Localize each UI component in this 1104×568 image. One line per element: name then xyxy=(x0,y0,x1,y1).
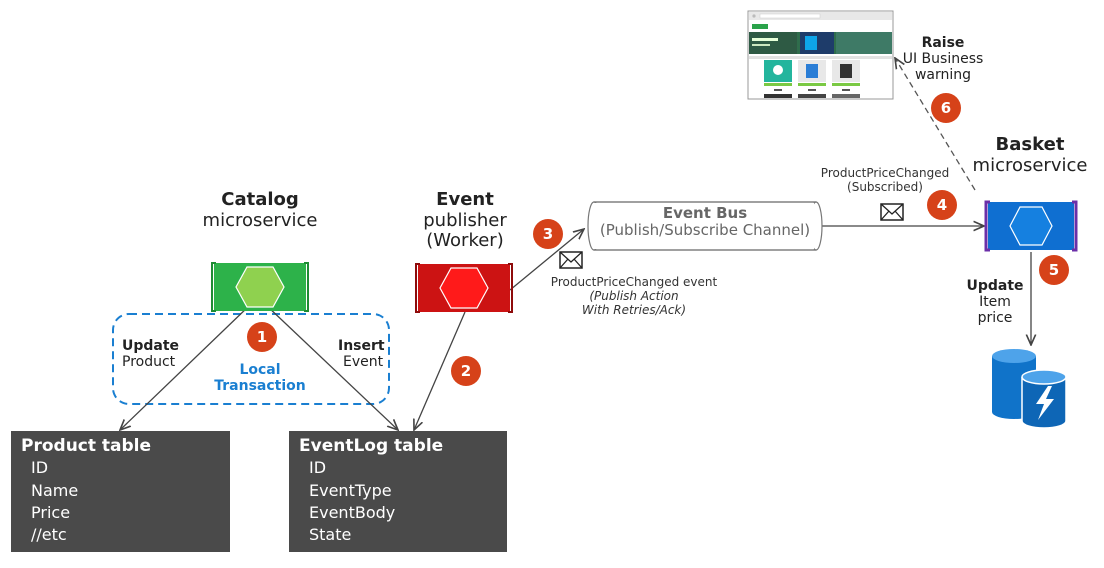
eventlog-table-field: EventType xyxy=(309,480,392,500)
eventlog-table-field: EventBody xyxy=(309,502,396,522)
arrow-basket-to-ui xyxy=(895,58,976,191)
publisher-line2: publisher xyxy=(423,209,507,231)
step-badge-1: 1 xyxy=(247,322,277,352)
publisher-label: Event publisher (Worker) xyxy=(400,189,530,252)
publish-note-line3: With Retries/Ack) xyxy=(581,302,687,317)
product-table-field: Price xyxy=(31,502,71,522)
envelope-icon xyxy=(559,251,583,269)
step-badge-6: 6 xyxy=(931,93,961,123)
catalog-subtitle: microservice xyxy=(202,209,318,231)
publish-note: ProductPriceChanged event (Publish Actio… xyxy=(534,275,734,317)
publisher-title: Event xyxy=(436,189,494,210)
publisher-line3: (Worker) xyxy=(426,230,504,252)
product-table-field: Name xyxy=(31,480,79,500)
step-badge-2: 2 xyxy=(451,356,481,386)
event-bus-title: Event Bus xyxy=(662,204,748,222)
local-transaction-box xyxy=(112,313,390,405)
raise-warning-label: Raise UI Business warning xyxy=(893,35,993,83)
arrow-catalog-to-product xyxy=(120,304,251,430)
event-bus-cylinder xyxy=(587,201,823,251)
local-transaction-line2: Transaction xyxy=(214,378,306,395)
product-table-title: Product table xyxy=(21,436,152,456)
step-badge-3: 3 xyxy=(533,219,563,249)
arrow-catalog-to-eventlog xyxy=(265,304,398,430)
local-transaction-label: Local Transaction xyxy=(200,362,320,394)
update-product-rest: Product xyxy=(122,354,176,371)
event-bus-subtitle: (Publish/Subscribe Channel) xyxy=(599,221,811,240)
eventlog-table-title: EventLog table xyxy=(299,436,444,456)
basket-hexagon-icon xyxy=(984,200,1078,252)
insert-event-label: Insert Event xyxy=(338,338,385,370)
local-transaction-line1: Local xyxy=(239,362,281,378)
catalog-title: Catalog xyxy=(221,189,299,210)
step-badge-5: 5 xyxy=(1039,255,1069,285)
product-table-field: //etc xyxy=(31,525,67,545)
arrow-publisher-to-bus xyxy=(509,229,584,291)
raise-warning-bold: Raise xyxy=(921,35,965,51)
eventlog-table-field: ID xyxy=(309,458,327,478)
raise-warning-line2: UI Business xyxy=(902,51,984,68)
subscribe-note-line2: (Subscribed) xyxy=(847,179,923,194)
update-price-line2: Item xyxy=(979,294,1011,311)
database-icon xyxy=(992,349,1067,429)
arrow-publisher-to-eventlog xyxy=(414,311,466,430)
basket-label: Basket microservice xyxy=(960,134,1100,176)
webpage-screenshot-icon xyxy=(747,10,894,100)
publisher-hexagon-icon xyxy=(415,263,513,313)
catalog-label: Catalog microservice xyxy=(190,189,330,231)
basket-subtitle: microservice xyxy=(972,154,1088,176)
update-price-label: Update Item price xyxy=(955,278,1035,326)
basket-title: Basket xyxy=(995,134,1065,155)
eventlog-table-field: State xyxy=(309,525,352,545)
update-product-label: Update Product xyxy=(122,338,179,370)
insert-event-rest: Event xyxy=(343,354,384,371)
product-table-field: ID xyxy=(31,458,49,478)
event-bus-label: Event Bus (Publish/Subscribe Channel) xyxy=(594,204,816,240)
envelope-icon xyxy=(880,203,904,221)
eventlog-table: EventLog table ID EventType EventBody St… xyxy=(289,431,507,552)
raise-warning-line3: warning xyxy=(914,67,972,84)
publish-note-line1: ProductPriceChanged event xyxy=(550,275,718,289)
update-price-line3: price xyxy=(977,310,1013,327)
publish-note-line2: (Publish Action xyxy=(589,288,679,303)
update-product-bold: Update xyxy=(122,338,180,354)
subscribe-note: ProductPriceChanged (Subscribed) xyxy=(810,166,960,195)
update-price-bold: Update xyxy=(966,278,1024,294)
product-table: Product table ID Name Price //etc xyxy=(11,431,230,552)
insert-event-bold: Insert xyxy=(338,338,385,354)
step-badge-4: 4 xyxy=(927,190,957,220)
catalog-hexagon-icon xyxy=(211,262,309,312)
subscribe-note-line1: ProductPriceChanged xyxy=(820,166,950,180)
